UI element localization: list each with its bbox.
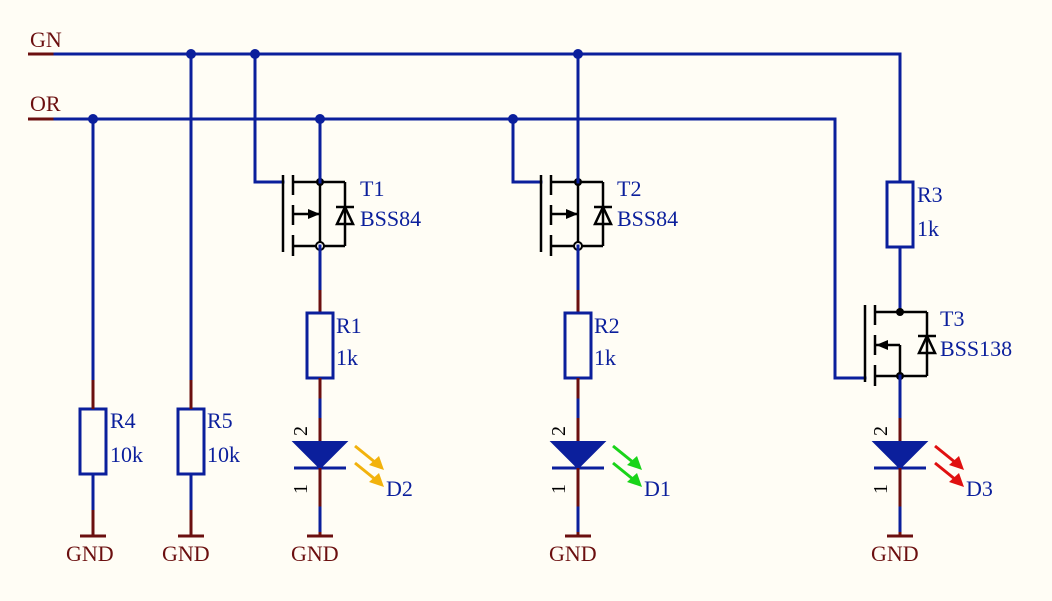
r5-value: 10k <box>207 442 240 467</box>
junction-dot <box>88 114 98 124</box>
junction-dot <box>315 114 325 124</box>
led-d2-body <box>291 441 349 470</box>
led-d1: 2 1 D1 <box>548 418 671 508</box>
gnd-symbol-d2: GND <box>291 532 339 566</box>
r1-value: 1k <box>336 345 358 370</box>
gnd-label: GND <box>291 541 339 566</box>
r3-value: 1k <box>917 216 939 241</box>
resistor-r3: R3 1k <box>885 180 943 249</box>
r2-ref: R2 <box>594 313 620 338</box>
junction-dot <box>250 49 260 59</box>
d3-pin-2: 2 <box>870 426 892 436</box>
d1-light-arrows <box>612 444 635 482</box>
gnd-symbol-d1: GND <box>549 532 597 566</box>
r4-ref: R4 <box>110 408 136 433</box>
d3-ref: D3 <box>966 476 993 501</box>
mosfet-t2: T2 BSS84 <box>539 175 678 256</box>
t2-value: BSS84 <box>617 206 678 231</box>
gnd-symbol-d3: GND <box>871 532 919 566</box>
t1-value: BSS84 <box>360 206 421 231</box>
resistor-r4: R4 10k <box>78 407 143 512</box>
net-label-or: OR <box>30 91 61 116</box>
d1-ref: D1 <box>644 476 671 501</box>
r4-value: 10k <box>110 442 143 467</box>
d2-pin-2: 2 <box>290 426 312 436</box>
led-d1-body <box>549 441 607 470</box>
r2-value: 1k <box>594 345 616 370</box>
t1-ref: T1 <box>360 176 384 201</box>
led-d3-body <box>871 441 929 470</box>
gnd-label: GND <box>871 541 919 566</box>
resistor-r5: R5 10k <box>176 407 240 512</box>
r3-ref: R3 <box>917 182 943 207</box>
r1-ref: R1 <box>336 313 362 338</box>
junction-dot <box>508 114 518 124</box>
gnd-label: GND <box>66 541 114 566</box>
r5-ref: R5 <box>207 408 233 433</box>
t3-ref: T3 <box>940 306 964 331</box>
d2-ref: D2 <box>386 476 413 501</box>
d3-light-arrows <box>934 444 957 482</box>
junction-dot <box>186 49 196 59</box>
mosfet-t3: T3 BSS138 <box>863 305 1012 386</box>
d1-pin-2: 2 <box>548 426 570 436</box>
junction-dot <box>573 49 583 59</box>
gnd-symbol-r5: GND <box>162 510 210 566</box>
t3-value: BSS138 <box>940 336 1012 361</box>
resistor-r2: R2 1k <box>563 290 620 400</box>
led-d2: 2 1 D2 <box>290 418 413 508</box>
mosfet-t1: T1 BSS84 <box>281 175 421 256</box>
d2-pin-1: 1 <box>290 484 312 494</box>
d3-pin-1: 1 <box>870 484 892 494</box>
net-or: OR <box>28 91 867 380</box>
gnd-symbol-r4: GND <box>66 510 114 566</box>
t2-ref: T2 <box>617 176 641 201</box>
resistor-r1: R1 1k <box>305 290 362 400</box>
led-d3: 2 1 D3 <box>870 418 993 508</box>
gnd-label: GND <box>162 541 210 566</box>
net-gn: GN <box>28 27 902 184</box>
gnd-label: GND <box>549 541 597 566</box>
d2-light-arrows <box>354 444 377 482</box>
d1-pin-1: 1 <box>548 484 570 494</box>
net-label-gn: GN <box>30 27 62 52</box>
